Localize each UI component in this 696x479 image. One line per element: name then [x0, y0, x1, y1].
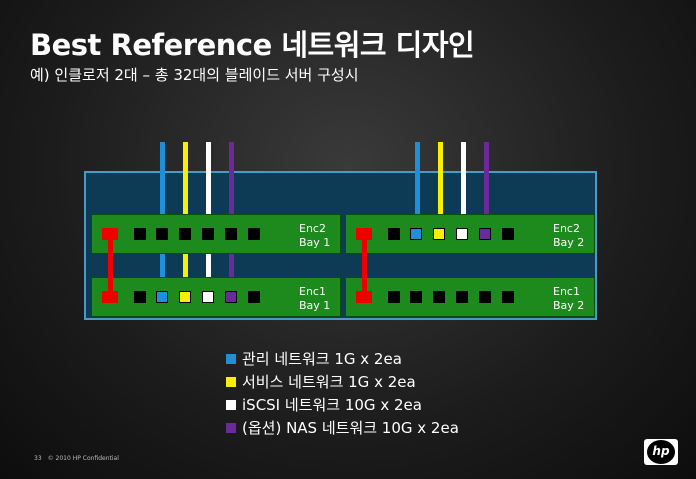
slide-subtitle: 예) 인클로저 2대 – 총 32대의 블레이드 서버 구성시 [30, 66, 359, 84]
service-port [433, 228, 445, 240]
legend-item-nas: (옵션) NAS 네트워크 10G x 2ea [226, 418, 459, 441]
stacking-port [102, 228, 118, 240]
slide-title: Best Reference 네트워크 디자인 [30, 28, 475, 62]
mgmt-cable [415, 142, 420, 232]
legend-swatch [226, 422, 236, 433]
service-port [179, 291, 191, 303]
port [156, 228, 168, 240]
legend-item-mgmt: 관리 네트워크 1G x 2ea [226, 349, 459, 372]
nas-port [225, 291, 237, 303]
port [134, 228, 146, 240]
port [179, 228, 191, 240]
page-number: 33 [34, 455, 42, 462]
legend-swatch [226, 353, 236, 364]
legend-label: 관리 네트워크 1G x 2ea [242, 350, 402, 368]
nas-port [479, 228, 491, 240]
switch-bay-enc1-bay2: Enc1 Bay 2 [345, 277, 595, 317]
nas-cable [484, 142, 489, 232]
legend-label: iSCSI 네트워크 10G x 2ea [242, 396, 422, 414]
port [202, 228, 214, 240]
stacking-port [356, 291, 372, 303]
switch-bay-enc1-bay1: Enc1 Bay 1 [91, 277, 341, 317]
bay-label: Enc2 Bay 2 [553, 222, 585, 249]
stacking-link [108, 239, 113, 293]
port [248, 228, 260, 240]
copyright-text: © 2010 HP Confidential [47, 455, 119, 462]
port [388, 228, 400, 240]
port [248, 291, 260, 303]
service-cable [438, 142, 443, 232]
port [134, 291, 146, 303]
iscsi-port [202, 291, 214, 303]
port [410, 291, 422, 303]
bay-label: Enc1 Bay 1 [299, 285, 331, 312]
switch-bay-enc2-bay2: Enc2 Bay 2 [345, 214, 595, 254]
port [456, 291, 468, 303]
bay-label: Enc1 Bay 2 [553, 285, 585, 312]
hp-logo-mark: hp [647, 440, 675, 464]
port [225, 228, 237, 240]
legend-label: (옵션) NAS 네트워크 10G x 2ea [242, 419, 459, 437]
legend-item-iscsi: iSCSI 네트워크 10G x 2ea [226, 395, 459, 418]
port [388, 291, 400, 303]
hp-logo: hp [644, 439, 678, 465]
port [479, 291, 491, 303]
stacking-link [362, 239, 367, 293]
stacking-port [102, 291, 118, 303]
switch-bay-enc2-bay1: Enc2 Bay 1 [91, 214, 341, 254]
legend: 관리 네트워크 1G x 2ea 서비스 네트워크 1G x 2ea iSCSI… [226, 349, 459, 441]
legend-swatch [226, 399, 236, 410]
iscsi-cable [461, 142, 466, 232]
port [502, 228, 514, 240]
legend-item-service: 서비스 네트워크 1G x 2ea [226, 372, 459, 395]
port [502, 291, 514, 303]
stacking-port [356, 228, 372, 240]
mgmt-port [156, 291, 168, 303]
footer: 33 © 2010 HP Confidential [34, 455, 125, 462]
legend-swatch [226, 376, 236, 387]
bay-label: Enc2 Bay 1 [299, 222, 331, 249]
mgmt-port [410, 228, 422, 240]
legend-label: 서비스 네트워크 1G x 2ea [242, 373, 416, 391]
port [433, 291, 445, 303]
iscsi-port [456, 228, 468, 240]
